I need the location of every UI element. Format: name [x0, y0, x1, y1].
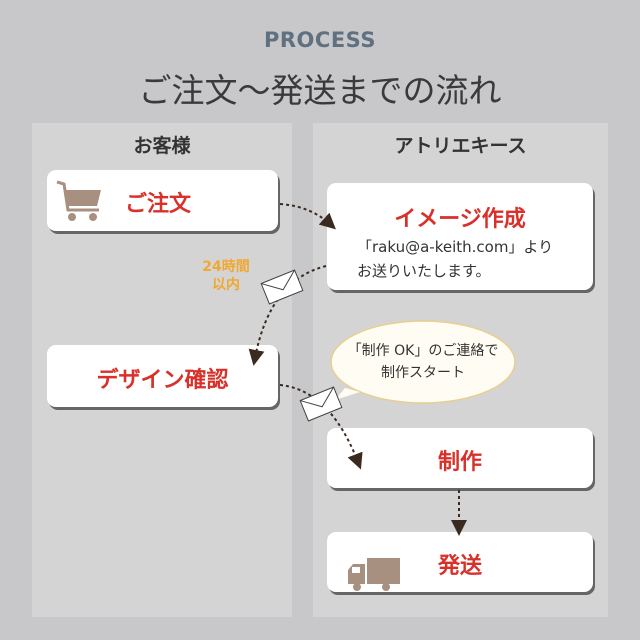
truck-icon [348, 558, 400, 591]
page-title: ご注文〜発送までの流れ [138, 71, 502, 110]
response-time-line-2: 以内 [212, 277, 240, 293]
customer-column-header: お客様 [133, 135, 191, 157]
production-label: 制作 [437, 450, 482, 475]
image-label: イメージ作成 [394, 207, 526, 232]
shipping-label: 発送 [437, 554, 482, 579]
image-note-line-2: お送りいたします。 [357, 262, 491, 280]
bubble-line-1: 「制作 OK」のご連絡で [347, 343, 499, 359]
speech-bubble [330, 320, 516, 404]
arrow-order-to-image [279, 203, 336, 230]
section-label: PROCESS [264, 28, 376, 52]
shipping-step: 発送 [327, 532, 593, 592]
company-column-header: アトリエキース [394, 135, 527, 157]
speech-bubble-text: 「制作 OK」のご連絡で 制作スタート [330, 340, 516, 384]
production-step: 制作 [327, 428, 593, 488]
image-step: イメージ作成 「raku@a-keith.com」より お送りいたします。 [327, 183, 593, 290]
envelope-icon [299, 386, 343, 422]
order-label: ご注文 [125, 192, 192, 217]
response-time-line-1: 24時間 [202, 259, 250, 275]
bubble-line-2: 制作スタート [381, 365, 465, 381]
envelope-icon [260, 269, 304, 305]
order-step: ご注文 [47, 170, 278, 231]
design-label: デザイン確認 [96, 368, 229, 393]
image-note-line-1: 「raku@a-keith.com」より [357, 238, 554, 256]
cart-icon [56, 180, 101, 221]
design-step: デザイン確認 [47, 345, 278, 407]
response-time-note: 24時間 以内 [196, 258, 256, 294]
